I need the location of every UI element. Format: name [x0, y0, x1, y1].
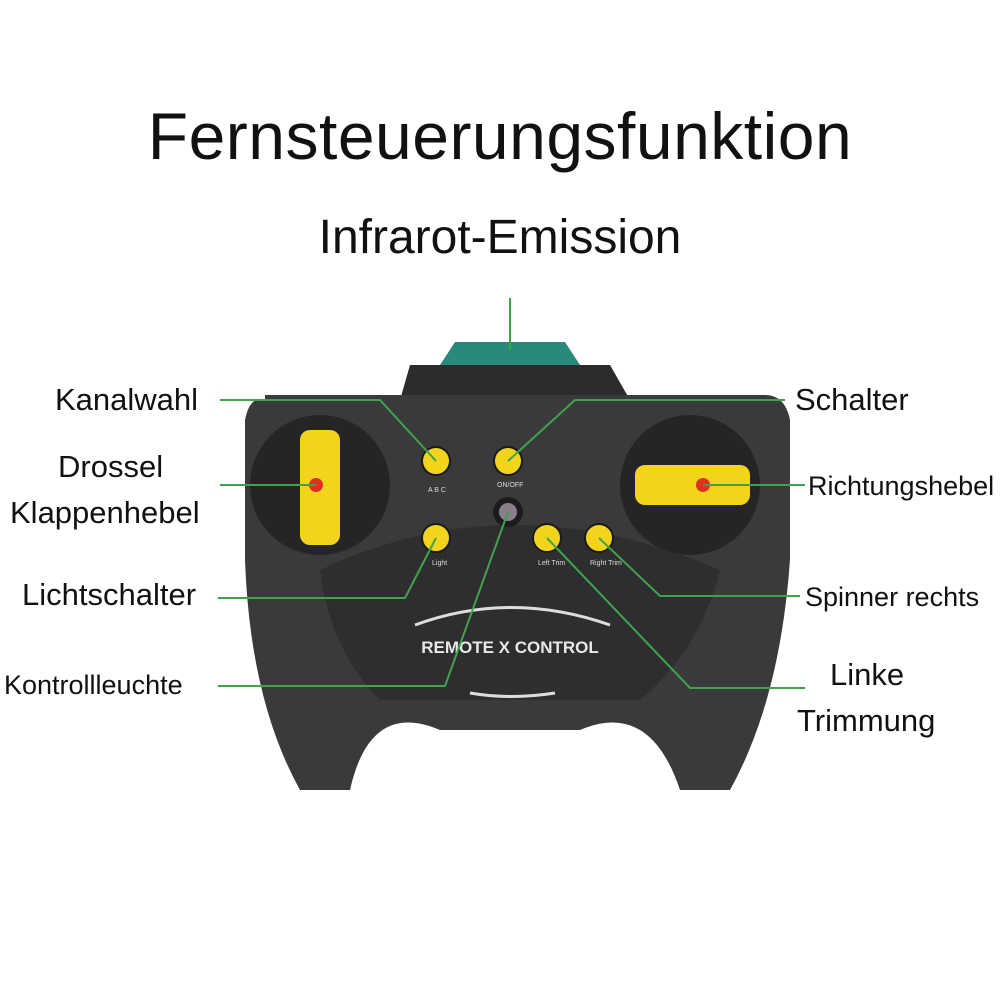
- callout-lichtschalter: [218, 537, 437, 599]
- logo-underline: [469, 691, 556, 698]
- label-richtungshebel: Richtungshebel: [808, 471, 995, 501]
- callout-spinner: [598, 537, 800, 597]
- callout-schalter: [507, 399, 785, 462]
- right-trim-label: Right Trim: [590, 560, 622, 567]
- label-trimmung: Trimmung: [797, 703, 936, 738]
- onoff-label: ON/OFF: [497, 482, 523, 489]
- callout-lines: [218, 298, 805, 689]
- label-lichtschalter: Lichtschalter: [22, 577, 197, 612]
- callout-kontrollleuchte: [218, 511, 509, 687]
- controller-top: [400, 365, 630, 400]
- label-drossel: Drossel: [58, 449, 164, 484]
- label-spinner-rechts: Spinner rechts: [805, 582, 980, 612]
- light-label: Light: [432, 560, 447, 567]
- controller-panel: [320, 525, 720, 700]
- callout-kanalwahl: [220, 399, 437, 462]
- right-stick-lever[interactable]: [635, 465, 750, 505]
- label-kanalwahl: Kanalwahl: [55, 382, 199, 417]
- left-trim-label: Left Trim: [538, 560, 565, 567]
- callout-trimmung: [546, 537, 805, 689]
- ir-emitter: [440, 342, 580, 365]
- subtitle-infrared: Infrarot-Emission: [318, 211, 682, 264]
- label-linke: Linke: [830, 657, 905, 692]
- label-klappenhebel: Klappenhebel: [10, 495, 200, 530]
- remote-control-logo: REMOTE X CONTROL: [421, 638, 599, 657]
- label-kontrollleuchte: Kontrollleuchte: [4, 670, 183, 700]
- logo-arc: [414, 606, 611, 627]
- label-schalter: Schalter: [795, 382, 909, 417]
- page-title: Fernsteuerungsfunktion: [147, 99, 853, 173]
- abc-label: A B C: [428, 487, 446, 494]
